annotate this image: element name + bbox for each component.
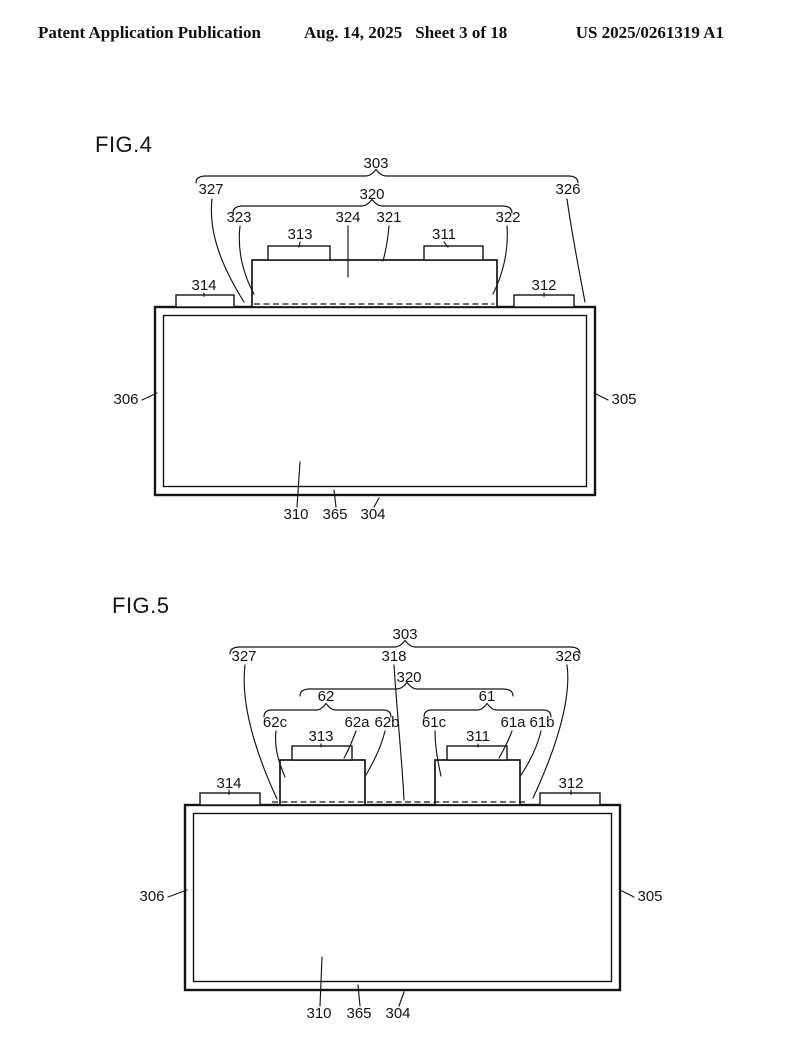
fig4-ref-313: 313 (287, 226, 312, 243)
fig4-leader-321 (382, 225, 390, 262)
fig5-pad-311 (446, 745, 508, 761)
fig5-ref-318: 318 (381, 648, 406, 665)
fig5-title: FIG.5 (112, 593, 170, 618)
header-publication-label: Patent Application Publication (38, 23, 261, 42)
fig4-ref-310: 310 (283, 506, 308, 523)
fig5-leader-61b (520, 730, 542, 776)
fig5-leader-62a (343, 730, 357, 759)
fig4-pad-311 (423, 245, 484, 261)
fig4-leader-305 (593, 392, 609, 401)
fig5-leader-61a (498, 730, 513, 759)
fig5-leader-327 (243, 664, 278, 800)
fig4-ref-320: 320 (359, 186, 384, 203)
fig5-brace-320 (299, 681, 514, 697)
fig5-ref-313: 313 (308, 728, 333, 745)
fig4-package-inner-wall (162, 314, 588, 488)
fig4-ref-305: 305 (611, 391, 636, 408)
fig5-ref-311: 311 (466, 728, 490, 745)
fig4-ref-314: 314 (191, 277, 216, 294)
fig4-ref-312: 312 (531, 277, 556, 294)
fig4-brace-320 (232, 198, 513, 214)
fig5-brace-62 (263, 702, 392, 718)
fig4-ref-304: 304 (360, 506, 385, 523)
fig4-ref-303: 303 (363, 155, 388, 172)
fig4-ref-323: 323 (226, 209, 251, 226)
fig5-ref-61a: 61a (500, 714, 526, 731)
fig5-ref-320: 320 (396, 669, 421, 686)
header-center: Aug. 14, 2025 Sheet 3 of 18 (304, 23, 507, 43)
fig5-ref-326: 326 (555, 648, 580, 665)
fig5-ref-62: 62 (318, 688, 335, 705)
fig5-element-block-61 (434, 759, 521, 806)
fig5-pad-313 (291, 745, 353, 761)
fig5-ref-62b: 62b (374, 714, 399, 731)
fig5-ref-62a: 62a (344, 714, 370, 731)
fig5-leader-365 (357, 984, 361, 1007)
fig4-ref-327: 327 (198, 181, 223, 198)
fig5-leader-62b (365, 730, 386, 776)
fig5-ref-327: 327 (231, 648, 256, 665)
fig5-brace-303 (229, 639, 581, 655)
fig5-ref-61b: 61b (529, 714, 554, 731)
fig5-ref-304: 304 (385, 1005, 410, 1022)
fig4-ref-322: 322 (495, 209, 520, 226)
fig5-ref-310: 310 (306, 1005, 331, 1022)
header-patent-number: US 2025/0261319 A1 (575, 23, 724, 42)
fig5-leader-306 (167, 889, 188, 898)
fig4-pad-314 (175, 294, 235, 308)
fig4-ref-306: 306 (113, 391, 138, 408)
fig5-element-block-62 (279, 759, 366, 806)
fig4-diagram: FIG.4 (95, 132, 637, 523)
fig5-pad-312 (539, 792, 601, 806)
fig4-ref-326: 326 (555, 181, 580, 198)
fig5-leader-326 (532, 664, 569, 799)
fig5-leader-310 (319, 956, 323, 1007)
fig5-pad-314 (199, 792, 261, 806)
fig5-ref-62c: 62c (263, 714, 288, 731)
fig4-ref-311: 311 (432, 226, 456, 243)
fig4-pad-313 (267, 245, 331, 261)
fig4-ref-365: 365 (322, 506, 347, 523)
fig4-leader-311 (443, 241, 449, 248)
fig5-ref-306: 306 (139, 888, 164, 905)
fig4-title: FIG.4 (95, 132, 153, 157)
fig5-leader-304 (398, 991, 405, 1007)
fig5-diagram: FIG.5 (112, 593, 663, 1022)
fig4-leader-323 (238, 225, 255, 295)
fig5-package-inner-wall (192, 812, 613, 983)
fig5-ref-303: 303 (392, 626, 417, 643)
fig5-ref-314: 314 (216, 775, 241, 792)
fig5-leader-61c (434, 730, 442, 777)
fig5-ref-305: 305 (637, 888, 662, 905)
fig5-leader-318 (393, 664, 405, 801)
fig4-leader-322 (492, 225, 508, 295)
header-sheet-number: Sheet 3 of 18 (415, 23, 508, 42)
fig4-brace-303 (195, 168, 579, 184)
header-date: Aug. 14, 2025 (304, 23, 403, 42)
fig5-ref-61c: 61c (422, 714, 447, 731)
fig4-ref-321: 321 (376, 209, 401, 226)
fig5-brace-61 (423, 702, 552, 718)
fig4-leader-326 (566, 198, 586, 303)
fig4-leader-310 (296, 461, 301, 508)
fig4-leader-306 (141, 392, 158, 401)
fig4-leader-365 (333, 489, 337, 508)
fig4-leader-327 (210, 198, 245, 303)
fig4-upper-element-block (251, 259, 498, 308)
fig4-leader-313 (298, 241, 301, 248)
page-header: Patent Application Publication Aug. 14, … (0, 23, 796, 45)
fig4-leader-304 (373, 497, 380, 508)
fig5-leader-62c (274, 730, 286, 778)
fig5-ref-61: 61 (479, 688, 496, 705)
fig5-ref-365: 365 (346, 1005, 371, 1022)
fig5-leader-305 (619, 889, 635, 898)
fig5-ref-312: 312 (558, 775, 583, 792)
fig4-ref-324: 324 (335, 209, 360, 226)
